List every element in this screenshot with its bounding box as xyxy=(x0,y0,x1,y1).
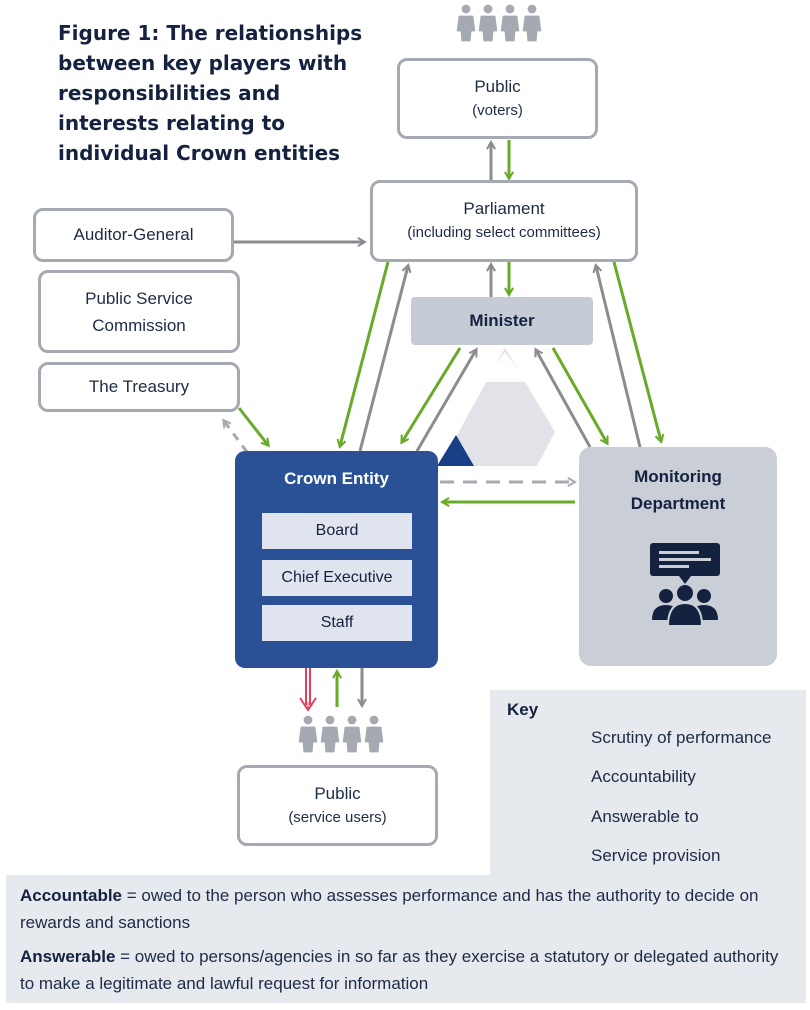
crown-part-chief-executive: Chief Executive xyxy=(262,560,412,596)
definition-text: = owed to persons/agencies in so far as … xyxy=(20,947,779,993)
node-public-service-users: Public (service users) xyxy=(237,765,438,846)
people-group-icon xyxy=(297,714,385,754)
arrow-parliament-to-crown xyxy=(336,261,390,449)
node-sublabel: (voters) xyxy=(472,101,523,119)
key-item-answerable: Answerable to xyxy=(591,807,699,826)
node-label: Public xyxy=(474,76,521,96)
arrow-crown-to-minister xyxy=(415,347,478,452)
node-treasury: The Treasury xyxy=(38,362,240,412)
triangle-icon xyxy=(437,348,575,466)
definition-answerable: Answerable = owed to persons/agencies in… xyxy=(20,943,792,997)
node-minister: Minister xyxy=(411,297,593,345)
key-heading: Key xyxy=(507,700,539,719)
arrow-monitor-to-minister xyxy=(534,347,592,448)
key-item-scrutiny: Scrutiny of performance xyxy=(591,728,772,747)
figure-title: Figure 1: The relationships between key … xyxy=(58,21,363,165)
node-label: The Treasury xyxy=(88,377,190,396)
definition-term: Accountable xyxy=(20,886,123,905)
node-public-voters: Public (voters) xyxy=(397,58,598,139)
node-label: Public xyxy=(314,783,361,803)
node-sublabel: (including select committees) xyxy=(407,224,601,241)
arrow-minister-to-monitor xyxy=(551,347,609,446)
node-label: Parliament xyxy=(463,199,545,218)
node-monitoring-department: Monitoring Department xyxy=(579,447,777,666)
monitoring-department-title: Monitoring Department xyxy=(630,467,726,513)
definitions-panel: Accountable = owed to the person who ass… xyxy=(6,875,806,1003)
arrow-treasury-to-crown xyxy=(237,407,270,448)
node-sublabel: (service users) xyxy=(288,808,387,826)
arrow-service-provision xyxy=(299,668,317,712)
node-label: Public Service Commission xyxy=(85,288,193,335)
node-parliament: Parliament (including select committees) xyxy=(370,180,638,262)
people-group-icon xyxy=(455,3,543,43)
node-crown-entity: Crown Entity Board Chief Executive Staff xyxy=(235,451,438,668)
crown-part-staff: Staff xyxy=(262,605,412,641)
node-public-service-commission: Public Service Commission xyxy=(38,270,240,353)
arrow-crown-answerable-to-treasury xyxy=(222,418,249,453)
key-item-accountability: Accountability xyxy=(591,767,696,786)
key-legend: Key Scrutiny of performance Accountabili… xyxy=(490,690,806,876)
crown-entity-title: Crown Entity xyxy=(284,469,389,488)
presentation-audience-icon xyxy=(650,543,720,627)
arrow-minister-to-crown xyxy=(400,347,462,445)
node-auditor-general: Auditor-General xyxy=(33,208,234,262)
arrow-monitor-to-parliament xyxy=(592,263,642,448)
definition-text: = owed to the person who assesses perfor… xyxy=(20,886,759,932)
key-item-service: Service provision xyxy=(591,846,721,865)
definition-accountable: Accountable = owed to the person who ass… xyxy=(20,882,792,936)
definition-term: Answerable xyxy=(20,947,116,966)
arrow-crown-to-parliament xyxy=(358,263,412,452)
node-label: Auditor-General xyxy=(73,225,194,244)
crown-part-board: Board xyxy=(262,513,412,549)
arrow-parliament-to-monitor xyxy=(612,261,665,444)
